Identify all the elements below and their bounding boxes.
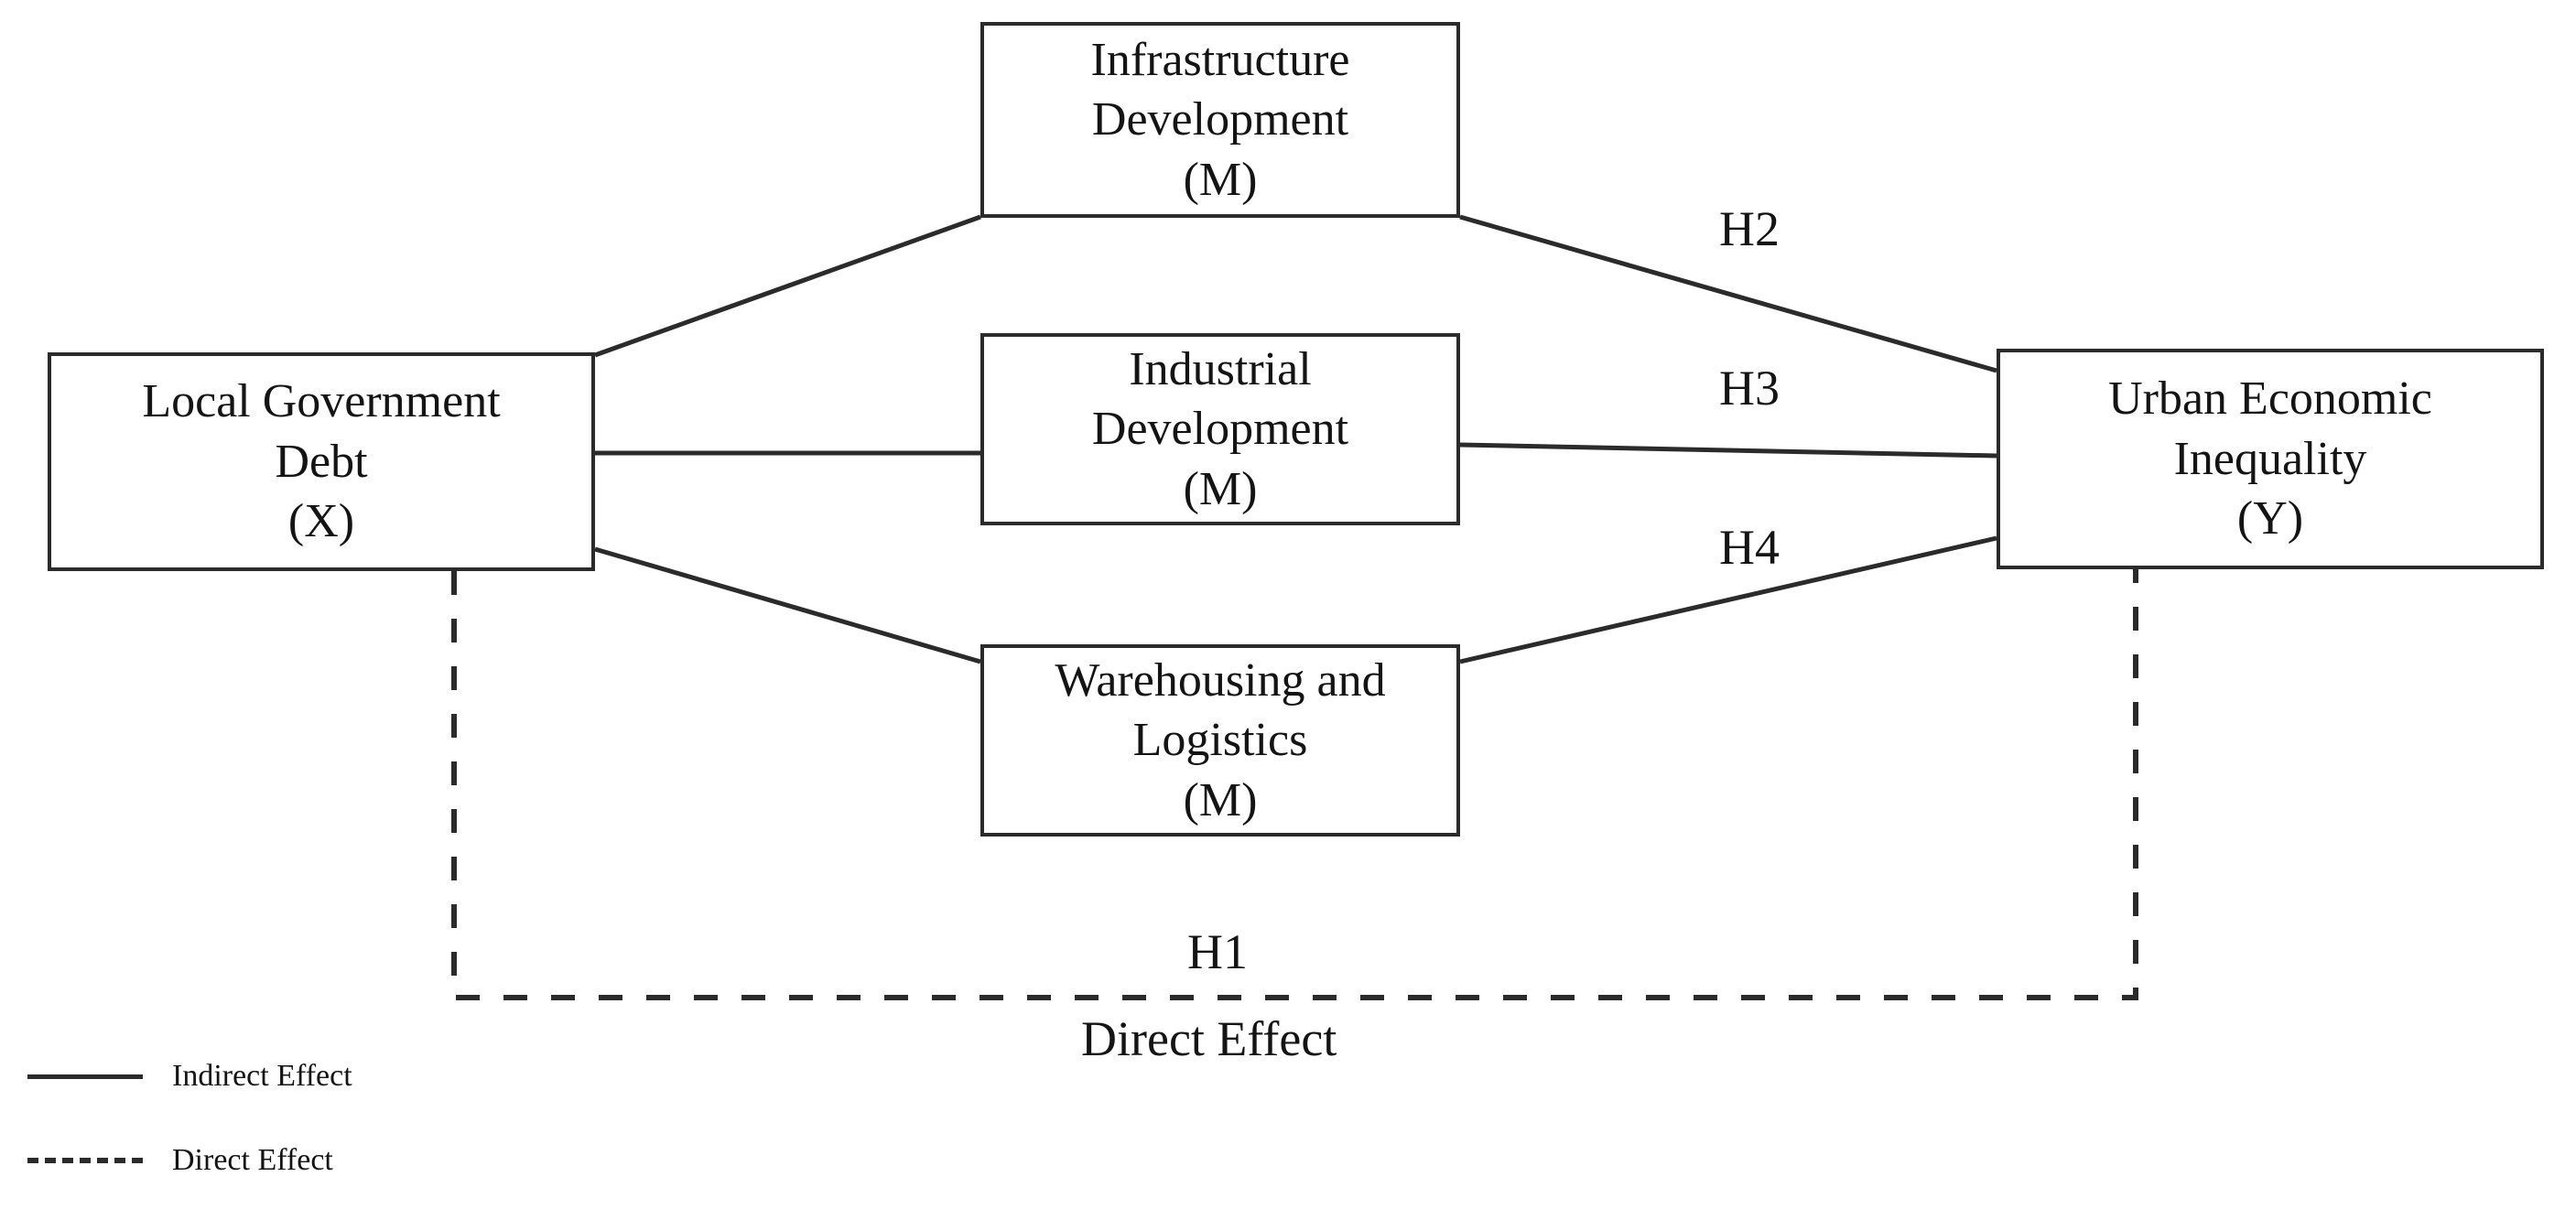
edge-label-h1: H1	[1187, 924, 1248, 979]
node-line: Inequality	[2173, 432, 2367, 485]
node-industrial-development[interactable]: Industrial Development (M)	[980, 333, 1460, 525]
legend-label: Direct Effect	[172, 1143, 333, 1177]
node-line: Debt	[275, 435, 368, 488]
legend-item-direct-effect: Direct Effect	[27, 1135, 352, 1186]
edge-label-h3: H3	[1719, 361, 1780, 416]
legend-label: Indirect Effect	[172, 1059, 352, 1093]
node-line: (M)	[1183, 462, 1258, 515]
dashed-line-icon	[27, 1158, 143, 1163]
node-line: Development	[1091, 403, 1349, 456]
edge-label-direct-effect: Direct Effect	[1081, 1011, 1337, 1066]
node-local-government-debt[interactable]: Local Government Debt (X)	[48, 352, 595, 571]
node-line: (X)	[287, 495, 355, 548]
edge-x-to-y-direct	[451, 569, 2138, 1000]
edge-x-to-m1	[594, 214, 981, 358]
node-line: (M)	[1183, 153, 1258, 206]
node-urban-economic-inequality[interactable]: Urban Economic Inequality (Y)	[1997, 349, 2544, 569]
node-warehousing-and-logistics[interactable]: Warehousing and Logistics (M)	[980, 644, 1460, 837]
node-line: Urban Economic	[2108, 372, 2432, 426]
node-infrastructure-development[interactable]: Infrastructure Development (M)	[980, 22, 1460, 218]
edge-m2-to-y	[1459, 442, 1997, 459]
node-line: Local Government	[142, 375, 501, 428]
node-line: Logistics	[1132, 714, 1308, 767]
legend-item-indirect-effect: Indirect Effect	[27, 1051, 352, 1102]
edge-m1-to-y	[1459, 214, 1997, 373]
legend: Indirect Effect Direct Effect	[27, 1051, 352, 1209]
node-line: (Y)	[2236, 492, 2304, 545]
node-line: Warehousing and	[1055, 653, 1386, 707]
node-line: Infrastructure	[1090, 33, 1350, 86]
edge-x-to-m3	[594, 546, 981, 664]
node-line: Development	[1091, 93, 1349, 146]
edge-m3-to-y	[1459, 535, 1997, 664]
edge-label-h2: H2	[1719, 201, 1780, 256]
edge-label-h4: H4	[1719, 520, 1780, 575]
node-line: Industrial	[1129, 342, 1312, 395]
solid-line-icon	[27, 1074, 143, 1079]
node-line: (M)	[1183, 773, 1258, 826]
